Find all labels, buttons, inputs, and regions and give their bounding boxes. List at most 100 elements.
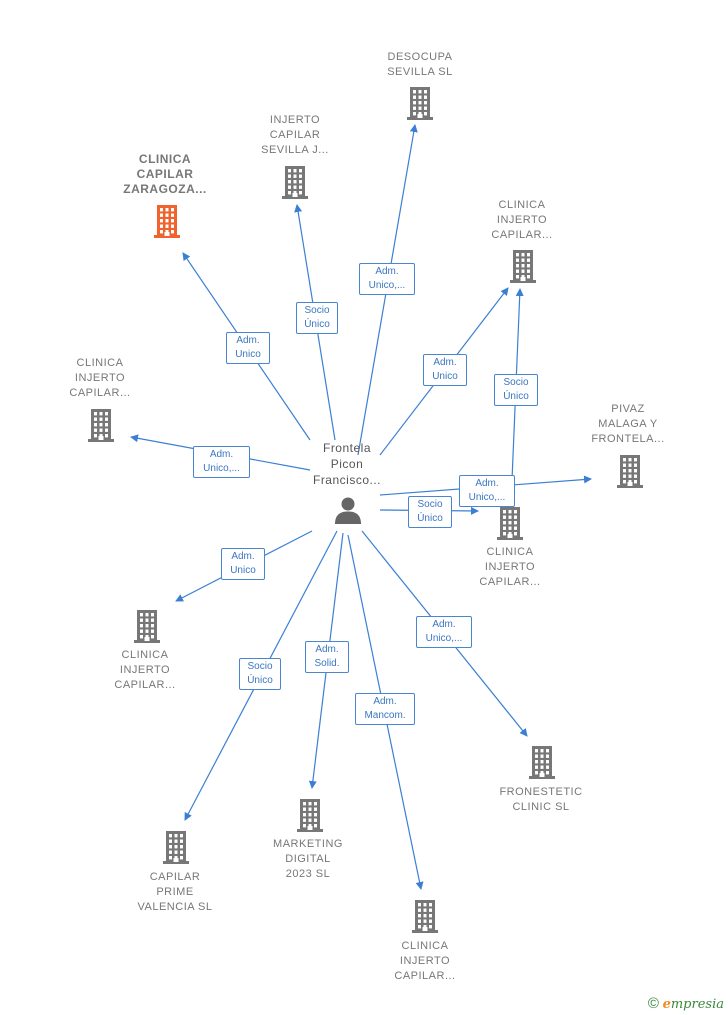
relation-label-line: Adm.	[236, 335, 260, 346]
relation-label-marketing[interactable]: Adm. Solid.	[305, 641, 349, 673]
relation-label-clinica-zaragoza[interactable]: Adm. Unico	[226, 332, 270, 364]
relation-label-line: Socio	[503, 377, 529, 388]
company-name-line: INJERTO	[119, 664, 171, 676]
relation-label-line: Único	[247, 675, 273, 686]
company-node-pivaz[interactable]: PIVAZ MALAGA Y FRONTELA...	[573, 402, 683, 447]
relation-label-line: Adm.	[475, 478, 499, 489]
company-name-line: FRONTELA...	[591, 433, 665, 445]
building-icon[interactable]	[526, 744, 558, 780]
company-node-clinica-sw[interactable]: CLINICA INJERTO CAPILAR...	[90, 648, 200, 693]
company-name-line: CLINICA	[486, 546, 534, 558]
company-name: CLINICA INJERTO CAPILAR...	[370, 939, 480, 984]
company-name: DESOCUPA SEVILLA SL	[365, 50, 475, 80]
company-name-line: CAPILAR	[149, 871, 201, 883]
relation-label-clinica-ne[interactable]: Adm. Unico	[423, 354, 467, 386]
building-icon[interactable]	[404, 85, 436, 121]
building-icon[interactable]	[409, 898, 441, 934]
relation-label-line: Socio	[417, 499, 443, 510]
relation-label-pivaz[interactable]: Adm. Unico,...	[459, 475, 515, 507]
building-icon[interactable]	[151, 203, 183, 239]
building-icon[interactable]	[494, 505, 526, 541]
company-name-line: INJERTO	[496, 214, 548, 226]
company-name-line: DESOCUPA	[387, 51, 453, 63]
building-icon[interactable]	[507, 248, 539, 284]
relation-label-line: Adm.	[231, 551, 255, 562]
company-name: PIVAZ MALAGA Y FRONTELA...	[573, 402, 683, 447]
company-node-clinica-s[interactable]: CLINICA INJERTO CAPILAR...	[370, 939, 480, 984]
relation-label-desocupa[interactable]: Adm. Unico,...	[359, 263, 415, 295]
building-icon[interactable]	[294, 797, 326, 833]
relation-label-line: Unico	[235, 349, 261, 360]
relation-label-clinica-sw[interactable]: Adm. Unico	[221, 548, 265, 580]
relation-label-line: Unico,...	[368, 280, 406, 291]
relation-label-line: Adm.	[432, 619, 456, 630]
company-name-line: CLINICA	[138, 152, 192, 166]
empresia-logo: © empresia	[647, 995, 724, 1012]
company-node-fronestetic[interactable]: FRONESTETIC CLINIC SL	[486, 785, 596, 815]
building-icon[interactable]	[131, 608, 163, 644]
building-icon[interactable]	[279, 164, 311, 200]
relation-label-line: Adm.	[315, 644, 339, 655]
company-name-line: CAPILAR	[269, 129, 321, 141]
company-name-line: CAPILAR	[136, 167, 194, 181]
relation-label-line: Adm.	[373, 696, 397, 707]
company-name-line: CLINIC SL	[512, 801, 570, 813]
company-name-line: 2023 SL	[285, 868, 331, 880]
company-name-line: CAPILAR...	[394, 970, 456, 982]
relation-label-line: Solid.	[314, 658, 340, 669]
company-name-line: SEVILLA SL	[387, 66, 453, 78]
company-name-line: FRONESTETIC	[499, 786, 583, 798]
relation-label-line: Socio	[247, 661, 273, 672]
company-name-line: CAPILAR...	[479, 576, 541, 588]
person-name-line: Francisco...	[312, 473, 381, 487]
relation-label-line: Unico,...	[468, 492, 506, 503]
relation-label-clinica-w[interactable]: Adm. Unico,...	[193, 446, 250, 478]
relation-label-clinica-s[interactable]: Adm.Mancom.	[355, 693, 415, 725]
company-name-line: PIVAZ	[611, 403, 645, 415]
company-name-line: INJERTO	[74, 372, 126, 384]
relation-label-line: Socio	[304, 305, 330, 316]
building-icon[interactable]	[160, 829, 192, 865]
relation-label-line: Unico,...	[203, 463, 240, 474]
company-node-desocupa[interactable]: DESOCUPA SEVILLA SL	[365, 50, 475, 80]
company-name-line: CLINICA	[401, 940, 449, 952]
building-icon[interactable]	[614, 453, 646, 489]
company-name-line: VALENCIA SL	[137, 901, 213, 913]
relation-label-line: Unico,...	[425, 633, 463, 644]
relation-label-fronestetic[interactable]: Adm. Unico,...	[416, 616, 472, 648]
company-name-line: CLINICA	[121, 649, 169, 661]
relation-label-line: Único	[417, 513, 443, 524]
company-name-line: SEVILLA J...	[261, 144, 329, 156]
relation-label-line: Adm.	[375, 266, 399, 277]
company-name-line: ZARAGOZA...	[123, 182, 207, 196]
relation-label-line: Unico	[432, 371, 458, 382]
company-name-line: INJERTO	[399, 955, 451, 967]
company-name-line: MARKETING	[273, 838, 343, 850]
company-name-line: CAPILAR...	[114, 679, 176, 691]
company-name-line: MALAGA Y	[598, 418, 658, 430]
building-icon[interactable]	[85, 407, 117, 443]
relation-label-line: Adm.	[209, 449, 234, 460]
relation-label-line: Adm.	[433, 357, 457, 368]
person-icon[interactable]	[333, 495, 363, 525]
person-name-line: Frontela	[322, 441, 372, 455]
relation-label-line: Unico	[230, 565, 256, 576]
